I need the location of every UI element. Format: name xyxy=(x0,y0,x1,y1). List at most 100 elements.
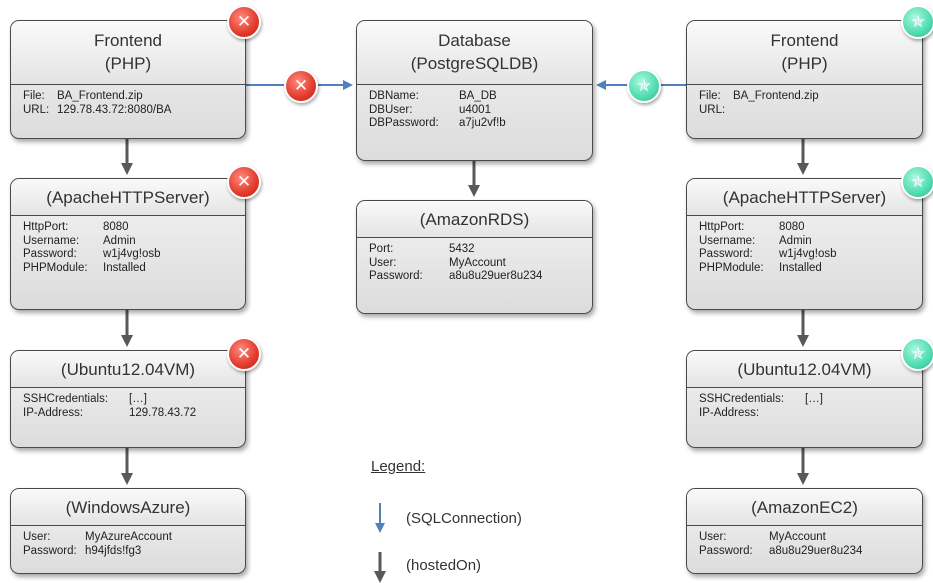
property-row: Password: w1j4vg!osb xyxy=(23,248,245,262)
property-value: Admin xyxy=(779,234,812,247)
fail-icon: ✕ xyxy=(227,165,261,199)
property-row: Password:w1j4vg!osb xyxy=(699,248,922,262)
property-row: User:MyAccount xyxy=(369,257,592,271)
success-star-icon: ✯ xyxy=(901,165,933,199)
node-properties: HttpPort: 8080 Username: Admin Password:w1… xyxy=(687,216,922,275)
legend-title: Legend: xyxy=(371,458,426,475)
node-title: Database xyxy=(438,31,511,50)
node-title: (AmazonRDS) xyxy=(419,210,530,229)
node-amazon-ec2[interactable]: (AmazonEC2) User:MyAccount Password: a8u8… xyxy=(686,488,923,574)
fail-icon: ✕ xyxy=(284,69,318,103)
property-row: User:MyAzureAccount xyxy=(23,531,245,545)
node-properties: HttpPort: 8080 Username:Admin Password: w1… xyxy=(11,216,245,275)
property-row: Port: 5432 xyxy=(369,243,592,257)
property-key: Password: xyxy=(369,270,423,282)
node-apache-right[interactable]: (ApacheHTTPServer) HttpPort: 8080 Usernam… xyxy=(686,178,923,310)
node-subtitle: (PHP) xyxy=(104,54,152,73)
property-row: User:MyAccount xyxy=(699,531,922,545)
property-key: DBUser: xyxy=(369,103,413,116)
node-header: (AmazonEC2) xyxy=(687,489,922,526)
property-row: IP-Address: 129.78.43.72 xyxy=(23,407,245,421)
node-title: (AmazonEC2) xyxy=(751,498,858,517)
property-key: SSHCredentials: xyxy=(699,393,785,405)
node-header: (Ubuntu12.04VM) xyxy=(687,351,922,388)
node-subtitle: (PostgreSQLDB) xyxy=(410,54,539,73)
node-ubuntu-left[interactable]: (Ubuntu12.04VM) SSHCredentials:[…] IP-Ad… xyxy=(10,350,246,448)
property-key: Password: xyxy=(23,248,77,260)
property-key: Password: xyxy=(23,544,77,557)
success-star-icon: ✯ xyxy=(627,69,661,103)
property-key: DBName: xyxy=(369,90,419,102)
success-star-icon: ✯ xyxy=(901,5,933,39)
property-key: Password: xyxy=(699,544,753,557)
property-value: 129.78.43.72 xyxy=(129,406,197,419)
property-value: 8080 xyxy=(779,221,805,233)
node-database[interactable]: Database (PostgreSQLDB) DBName: BA_DB DBU… xyxy=(356,20,593,161)
property-key: URL: xyxy=(699,103,726,116)
node-amazon-rds[interactable]: (AmazonRDS) Port: 5432 User:MyAccount Pas… xyxy=(356,200,593,314)
property-key: HttpPort: xyxy=(23,221,69,233)
property-value: […] xyxy=(805,393,823,405)
property-value: 8080 xyxy=(103,221,129,233)
legend-sql-label: (SQLConnection) xyxy=(406,510,522,527)
node-properties: File: BA_Frontend.zip URL:129.78.43.72:80… xyxy=(11,85,245,117)
node-properties: User:MyAzureAccount Password: h94jfds!fg3 xyxy=(11,526,245,558)
property-key: User: xyxy=(23,531,51,543)
property-key: Username: xyxy=(699,234,756,247)
property-value: h94jfds!fg3 xyxy=(85,544,142,557)
node-subtitle: (PHP) xyxy=(781,54,828,73)
node-title: (Ubuntu12.04VM) xyxy=(60,360,196,379)
property-key: Password: xyxy=(699,248,753,260)
node-properties: File:BA_Frontend.zip URL: xyxy=(687,85,922,117)
node-apache-left[interactable]: (ApacheHTTPServer) HttpPort: 8080 Usernam… xyxy=(10,178,246,310)
property-value: u4001 xyxy=(459,103,491,116)
property-row: Password: h94jfds!fg3 xyxy=(23,545,245,559)
property-value: a8u8u29uer8u234 xyxy=(769,544,863,557)
property-row: URL:129.78.43.72:8080/BA xyxy=(23,104,245,118)
property-row: PHPModule:Installed xyxy=(699,262,922,276)
property-row: HttpPort: 8080 xyxy=(699,221,922,235)
property-key: Port: xyxy=(369,243,394,255)
property-row: Password: a8u8u29uer8u234 xyxy=(699,545,922,559)
node-frontend-right[interactable]: Frontend (PHP) File:BA_Frontend.zip URL: xyxy=(686,20,923,139)
node-title: Frontend xyxy=(93,31,163,50)
node-properties: Port: 5432 User:MyAccount Password: a8u8u2… xyxy=(357,238,592,284)
property-value: BA_Frontend.zip xyxy=(57,90,143,102)
property-key: Username: xyxy=(23,234,80,247)
property-key: IP-Address: xyxy=(23,406,84,419)
property-key: SSHCredentials: xyxy=(23,393,109,405)
property-row: DBUser: u4001 xyxy=(369,104,592,118)
fail-icon: ✕ xyxy=(227,337,261,371)
node-header: (ApacheHTTPServer) xyxy=(11,179,245,216)
property-row: PHPModule:Installed xyxy=(23,262,245,276)
node-ubuntu-right[interactable]: (Ubuntu12.04VM) SSHCredentials: […] IP-Ad… xyxy=(686,350,923,448)
node-header: (AmazonRDS) xyxy=(357,201,592,238)
node-title: (ApacheHTTPServer) xyxy=(46,188,210,207)
node-header: (ApacheHTTPServer) xyxy=(687,179,922,216)
property-value: Installed xyxy=(103,261,146,274)
node-frontend-left[interactable]: Frontend (PHP) File: BA_Frontend.zip URL:… xyxy=(10,20,246,139)
node-properties: DBName: BA_DB DBUser: u4001 DBPassword: a7j… xyxy=(357,85,592,131)
property-key: File: xyxy=(23,90,45,102)
property-value: w1j4vg!osb xyxy=(103,248,161,260)
node-properties: User:MyAccount Password: a8u8u29uer8u234 xyxy=(687,526,922,558)
node-properties: SSHCredentials: […] IP-Address: xyxy=(687,388,922,420)
property-key: HttpPort: xyxy=(699,221,745,233)
property-row: Username:Admin xyxy=(23,235,245,249)
property-row: File:BA_Frontend.zip xyxy=(699,90,922,104)
property-key: DBPassword: xyxy=(369,117,439,129)
property-key: URL: xyxy=(23,103,50,116)
legend-hosted-label: (hostedOn) xyxy=(406,557,482,574)
node-windows-azure[interactable]: (WindowsAzure) User:MyAzureAccount Passw… xyxy=(10,488,246,574)
property-row: URL: xyxy=(699,104,922,118)
property-row: SSHCredentials: […] xyxy=(699,393,922,407)
node-header: Frontend (PHP) xyxy=(687,21,922,85)
property-row: File: BA_Frontend.zip xyxy=(23,90,245,104)
property-value: 5432 xyxy=(449,243,475,255)
property-row: IP-Address: xyxy=(699,407,922,421)
property-value: a8u8u29uer8u234 xyxy=(449,270,543,282)
node-title: (ApacheHTTPServer) xyxy=(722,188,887,207)
property-value: a7ju2vf!b xyxy=(459,117,506,129)
property-value: BA_DB xyxy=(459,90,497,102)
node-properties: SSHCredentials:[…] IP-Address:129.78.43.… xyxy=(11,388,245,420)
